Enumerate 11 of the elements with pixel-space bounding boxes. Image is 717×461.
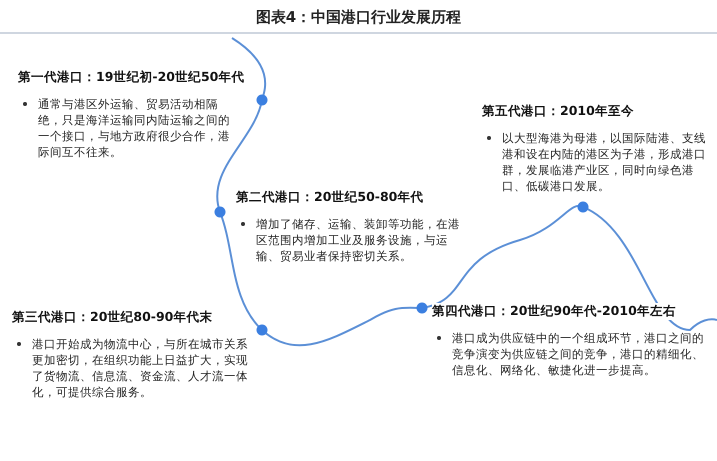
stage-heading: 第四代港口：20世纪90年代-2010年左右	[432, 303, 676, 320]
stage-description: 港口开始成为物流中心，与所在城市关系更加密切，在组织功能上日益扩大，实现了货物流、信息流、资金流、人才流一体化，可提供综合服务。	[32, 336, 249, 400]
stage-heading: 第二代港口：20世纪50-80年代	[236, 189, 424, 206]
stage-description: 增加了储存、运输、装卸等功能，在港区范围内增加工业及服务设施，与运输、贸易业者保持密切关系。	[256, 216, 461, 264]
stage-description: 以大型海港为母港，以国际陆港、支线港和设在内陆的港区为子港，形成港口群，发展临港产业区，同时向绿色港口、低碳港口发展。	[502, 130, 707, 194]
stage-description: 通常与港区外运输、贸易活动相隔绝，只是海洋运输同内陆运输之间的一个接口，与地方政府很少合作，港际间互不往来。	[38, 96, 231, 160]
stage-heading: 第三代港口：20世纪80-90年代末	[12, 309, 212, 326]
stage-heading: 第五代港口：2010年至今	[482, 103, 634, 120]
stage-description: 港口成为供应链中的一个组成环节，港口之间的竞争演变为供应链之间的竞争，港口的精细化、信息化、网络化、敏捷化进一步提高。	[452, 330, 705, 378]
stage-heading: 第一代港口：19世纪初-20世纪50年代	[18, 69, 244, 86]
chart-title: 图表4：中国港口行业发展历程	[254, 8, 462, 27]
